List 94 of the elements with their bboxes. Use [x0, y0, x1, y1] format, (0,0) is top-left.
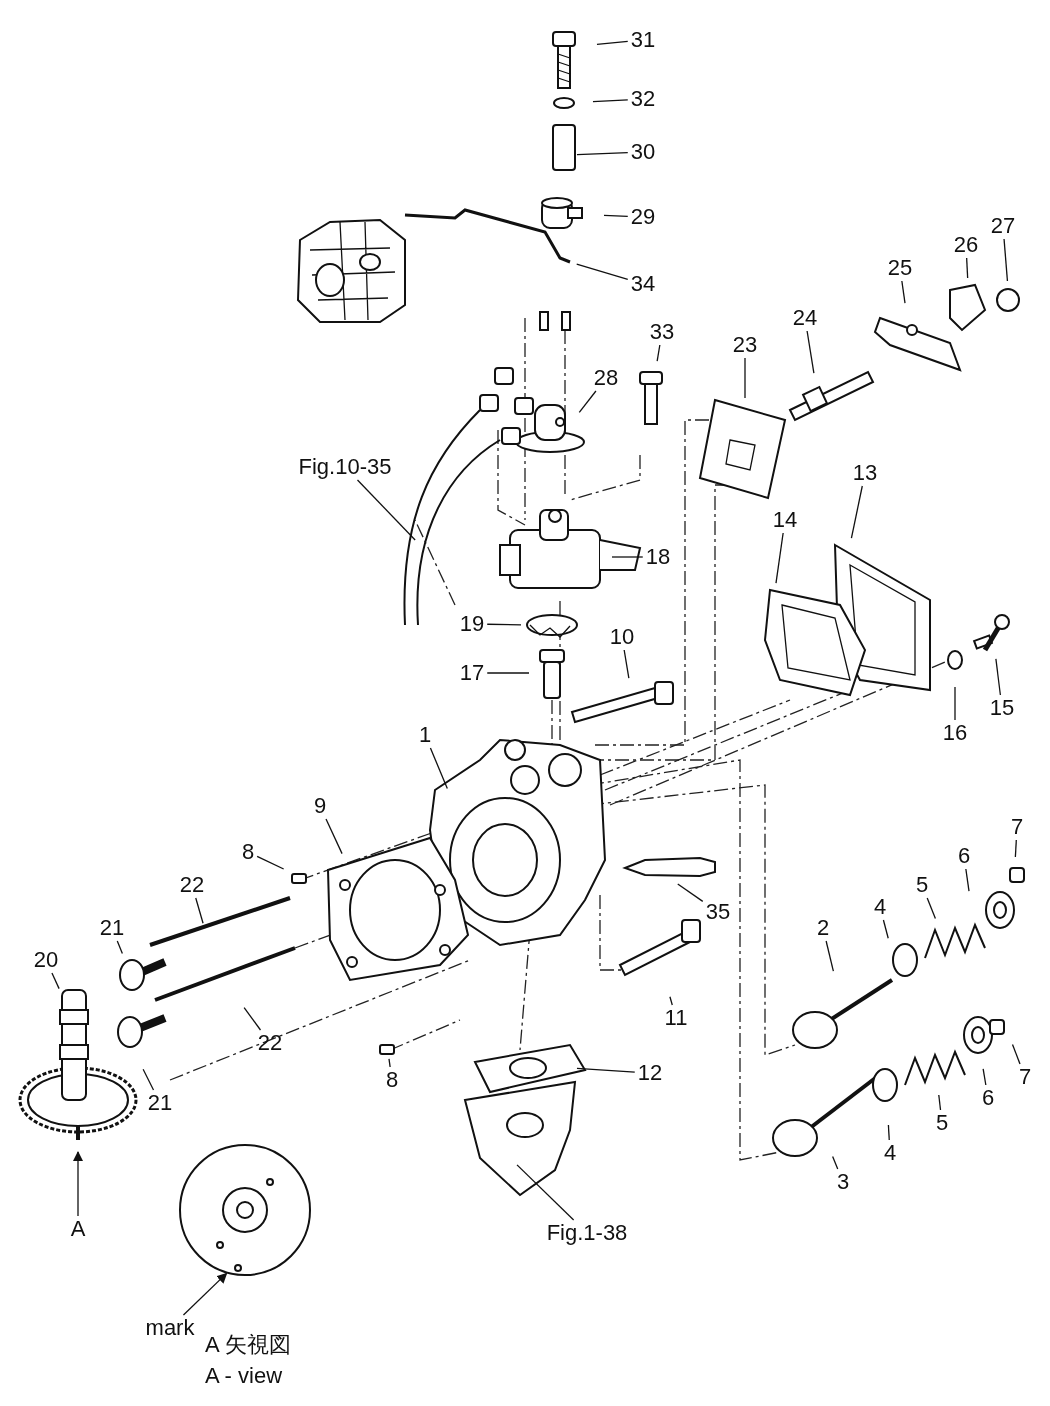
callout-number: 26 — [952, 233, 980, 257]
leader-line — [825, 940, 834, 972]
callout-number: 5 — [934, 1111, 950, 1135]
leader-line — [995, 658, 1002, 696]
callout-number: 21 — [98, 916, 126, 940]
leader-line — [388, 1058, 391, 1068]
leader-line — [806, 330, 815, 374]
leader-line — [596, 40, 629, 45]
callout-number: 10 — [608, 625, 636, 649]
leader-line — [677, 883, 704, 903]
callout-number: 28 — [592, 366, 620, 390]
leader-line — [576, 263, 629, 281]
view-caption: A 矢視図 — [205, 1332, 291, 1358]
leader-line — [325, 818, 343, 855]
callout-number: 23 — [731, 333, 759, 357]
callout-number: Fig.10-35 — [297, 455, 393, 479]
leader-line — [850, 485, 863, 539]
leader-line — [623, 649, 630, 679]
callout-number: 13 — [851, 461, 879, 485]
callout-number: 12 — [636, 1061, 664, 1085]
callout-number: 20 — [32, 948, 60, 972]
callout-number: 3 — [835, 1170, 851, 1194]
callout-number: A — [69, 1217, 87, 1241]
leader-line — [982, 1068, 987, 1086]
leader-line — [576, 1067, 636, 1073]
leader-line — [256, 855, 285, 870]
callout-number: 25 — [886, 256, 914, 280]
callout-number: 15 — [988, 696, 1016, 720]
arrow — [182, 1272, 228, 1316]
leader-line — [656, 344, 661, 362]
leader-line — [882, 919, 889, 939]
leader-line — [611, 556, 644, 558]
callout-number: mark — [144, 1316, 196, 1340]
callout-number: 33 — [648, 320, 676, 344]
leader-line — [901, 280, 906, 304]
callout-number: 1 — [417, 723, 433, 747]
callout-number: 19 — [458, 612, 486, 636]
leader-line — [966, 257, 969, 279]
callout-number: 8 — [384, 1068, 400, 1092]
leader-line — [116, 940, 124, 955]
leader-line — [516, 1164, 575, 1221]
callout-number: 4 — [872, 895, 888, 919]
callout-number: 17 — [458, 661, 486, 685]
leader-line — [486, 672, 530, 674]
view-caption: A - view — [205, 1363, 283, 1389]
leader-line — [744, 357, 746, 399]
callout-number: 16 — [941, 721, 969, 745]
leader-line — [832, 1155, 839, 1170]
leader-line — [142, 1068, 155, 1091]
callout-number: 4 — [882, 1141, 898, 1165]
leader-line — [576, 152, 629, 156]
leader-line — [965, 868, 970, 892]
leader-line — [243, 1007, 262, 1031]
callout-number: 31 — [629, 28, 657, 52]
leader-line — [429, 747, 448, 790]
callout-number: 6 — [956, 844, 972, 868]
callout-number: 8 — [240, 840, 256, 864]
leader-line — [926, 897, 937, 920]
leader-line — [1003, 238, 1009, 282]
callout-number: 29 — [629, 205, 657, 229]
callout-number: 14 — [771, 508, 799, 532]
callout-number: 7 — [1009, 815, 1025, 839]
arrow — [72, 1150, 84, 1217]
leader-line — [486, 623, 522, 626]
callout-number: 2 — [815, 916, 831, 940]
callout-number: 5 — [914, 873, 930, 897]
leader-line — [51, 972, 60, 990]
callout-number: 11 — [663, 1006, 689, 1030]
leader-line — [578, 390, 597, 414]
callout-number: 24 — [791, 306, 819, 330]
leader-line — [356, 479, 416, 541]
leader-line — [195, 897, 204, 924]
leader-line — [592, 99, 629, 103]
leader-line — [1011, 1043, 1021, 1065]
callout-number: 22 — [256, 1031, 284, 1055]
callout-number: 30 — [629, 140, 657, 164]
callout-number: 22 — [178, 873, 206, 897]
callout-number: 7 — [1017, 1065, 1033, 1089]
callout-number: 34 — [629, 272, 657, 296]
callout-number: 21 — [146, 1091, 174, 1115]
leader-line — [938, 1094, 942, 1111]
leader-line — [603, 214, 629, 217]
leader-line — [775, 532, 784, 584]
callout-number: 32 — [629, 87, 657, 111]
leader-line — [669, 996, 673, 1006]
leader-line — [1014, 839, 1017, 858]
callout-number: 9 — [312, 794, 328, 818]
callout-number: Fig.1-38 — [545, 1221, 629, 1245]
callout-number: 6 — [980, 1086, 996, 1110]
callout-number: 27 — [989, 214, 1017, 238]
callout-number: 35 — [704, 900, 732, 924]
callout-number: 18 — [644, 545, 672, 569]
leader-line — [954, 686, 956, 721]
leader-line — [887, 1124, 890, 1141]
